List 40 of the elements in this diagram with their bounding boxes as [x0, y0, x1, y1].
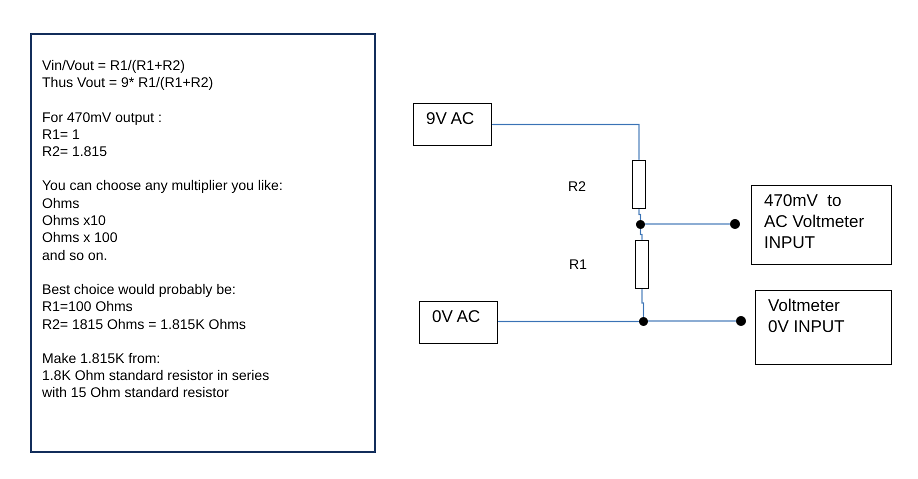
note-text: For 470mV output : — [42, 108, 163, 126]
terminal-label: 9V AC — [426, 108, 476, 129]
source-box — [419, 301, 498, 344]
terminal-dot — [730, 219, 740, 229]
output-box — [755, 290, 892, 365]
note-text: Ohms x 100 — [42, 229, 118, 247]
wire — [641, 289, 644, 317]
note-text: R1=100 Ohms — [42, 298, 134, 316]
resistor-symbol — [632, 160, 646, 209]
notes-panel — [30, 33, 376, 453]
note-text: Ohms — [42, 194, 80, 212]
note-text: R1= 1 — [42, 126, 81, 144]
terminal-label: Voltmeter 0V INPUT — [768, 295, 846, 337]
source-box — [413, 103, 492, 146]
note-text: with 15 Ohm standard resistor — [42, 384, 230, 402]
wire — [498, 320, 639, 322]
note-text: Vin/Vout = R1/(R1+R2) — [42, 57, 186, 74]
terminal-label: 0V AC — [432, 306, 482, 327]
note-text: Best choice would probably be: — [42, 280, 237, 298]
note-text: Make 1.815K from: — [42, 350, 162, 368]
wire — [648, 320, 736, 322]
note-text: and so on. — [42, 246, 108, 264]
note-text: You can choose any multiplier you like: — [42, 177, 284, 195]
terminal-dot — [736, 316, 746, 326]
resistor-label: R2 — [568, 178, 586, 194]
note-text: Ohms x10 — [42, 212, 107, 230]
note-text: 1.8K Ohm standard resistor in series — [42, 367, 270, 384]
note-text: Thus Vout = 9* R1/(R1+R2) — [42, 74, 214, 92]
wire — [638, 209, 642, 220]
note-text: R2= 1815 Ohms = 1.815K Ohms — [42, 316, 247, 333]
note-text: R2= 1.815 — [42, 143, 108, 160]
wire — [645, 223, 730, 225]
terminal-label: 470mV to AC Voltmeter INPUT — [764, 190, 865, 253]
wire — [492, 124, 640, 160]
junction-dot — [639, 317, 648, 326]
junction-dot — [636, 220, 645, 229]
wire — [640, 229, 643, 240]
output-box — [751, 185, 892, 265]
resistor-label: R1 — [569, 256, 587, 272]
resistor-symbol — [635, 240, 649, 289]
